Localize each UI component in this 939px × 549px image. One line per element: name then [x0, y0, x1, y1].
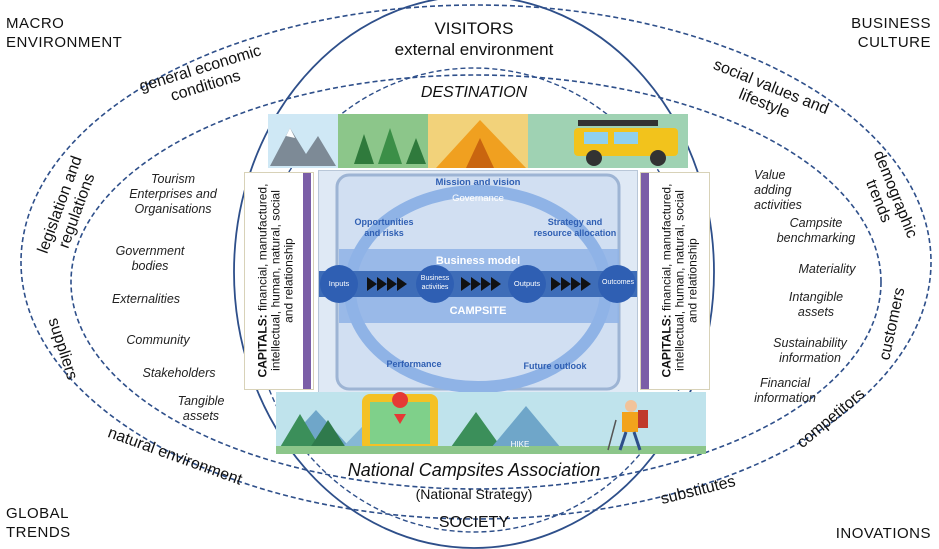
governance-label: Governance [452, 193, 504, 204]
business-model-graphic [319, 173, 637, 393]
business-model-panel: Mission and vision Governance Opportunit… [318, 170, 638, 394]
capitals-bar-right [641, 173, 649, 389]
outer-dashed-ellipse [20, 4, 932, 520]
capitals-bar-left [303, 173, 311, 389]
left-item-stakeholders: Stakeholders [142, 366, 216, 380]
society-title: SOCIETY [438, 514, 510, 531]
right-item-value-adding: Value adding activities [754, 168, 802, 212]
bottom-banner-illustration [276, 392, 706, 454]
capitals-panel-right: CAPITALS: financial, manufactured, intel… [640, 172, 710, 390]
right-item-materiality: Materiality [798, 262, 856, 276]
capitals-text-left: CAPITALS: financial, manufactured, intel… [255, 183, 296, 378]
performance-label: Performance [386, 359, 442, 369]
outputs-label: Outputs [513, 279, 541, 288]
left-item-community: Community [126, 333, 190, 347]
right-item-benchmarking: Campsite benchmarking [776, 216, 856, 245]
hike-label: HIKE [510, 440, 530, 449]
outcomes-label: Outcomes [602, 279, 634, 286]
right-item-financial: Financial information [754, 376, 816, 405]
campsite-label: CAMPSITE [449, 305, 507, 317]
mission-label: Mission and vision [435, 177, 521, 188]
capitals-text-right: CAPITALS: financial, manufactured, intel… [659, 183, 700, 378]
right-item-sustainability: Sustainability information [773, 336, 847, 365]
left-item-tangible: Tangible assets [177, 394, 225, 423]
corner-inovations: INOVATIONS [835, 525, 931, 542]
inputs-label: Inputs [328, 279, 350, 288]
association-title: National Campsites Association [347, 460, 601, 480]
left-item-tourism: Tourism Enterprises and Organisations [129, 172, 217, 216]
central-circle [233, 0, 715, 549]
left-item-government: Government bodies [115, 244, 185, 273]
capitals-panel-left: CAPITALS: financial, manufactured, intel… [244, 172, 314, 390]
right-item-intangible: Intangible assets [788, 290, 844, 319]
business-model-label: Business model [435, 255, 521, 267]
middle-dashed-ellipse [70, 74, 882, 490]
national-strategy-label: (National Strategy) [415, 486, 533, 502]
top-banner-illustration [268, 114, 688, 168]
destination-title: DESTINATION [420, 84, 528, 101]
future-outlook-label: Future outlook [523, 361, 587, 371]
left-item-externalities: Externalities [111, 292, 181, 306]
